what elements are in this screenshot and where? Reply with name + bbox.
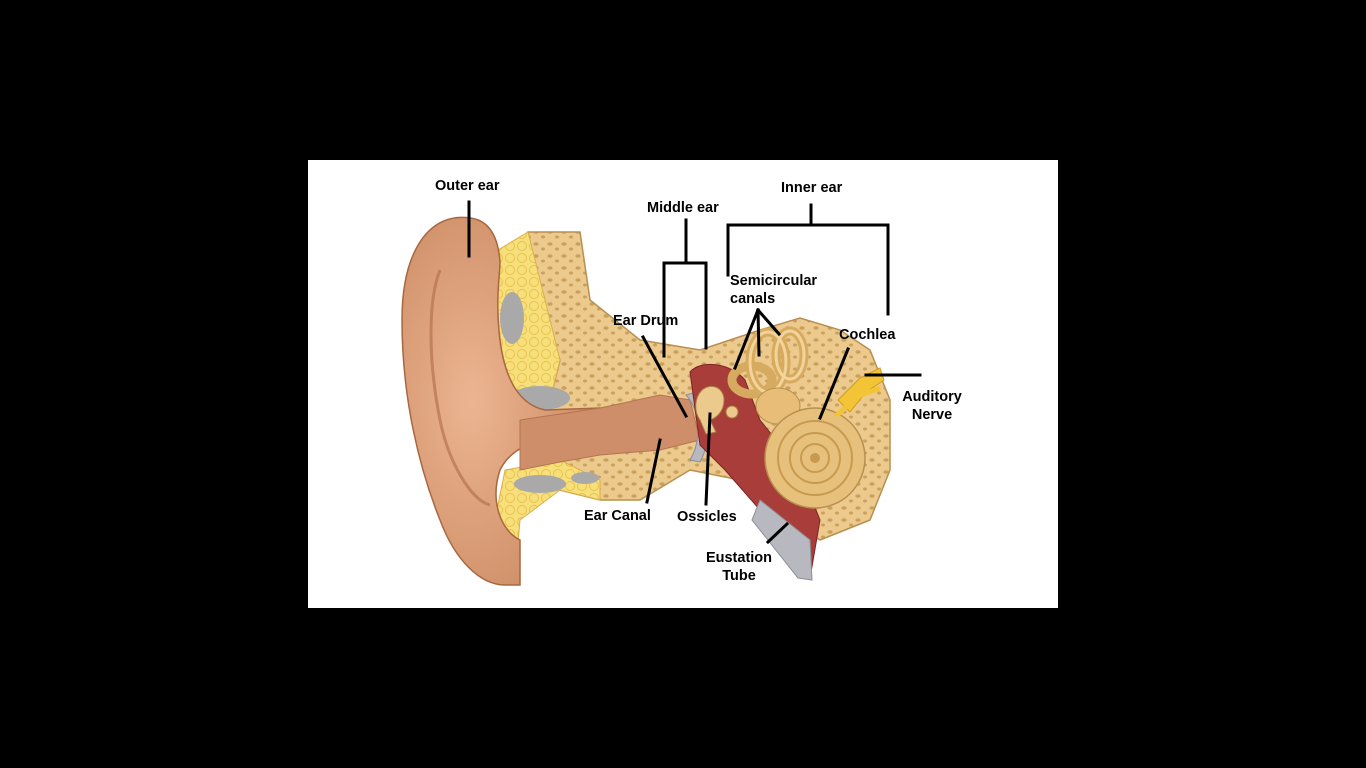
ear-drum-leader — [640, 334, 689, 419]
eustation-tube-label-line1: Eustation — [705, 550, 773, 566]
middle-ear-label: Middle ear — [647, 200, 719, 216]
inner-ear-label: Inner ear — [781, 180, 843, 196]
cartilage — [500, 292, 524, 344]
ear-canal-tube — [519, 394, 701, 471]
inner-ear-bracket — [726, 203, 890, 316]
ear-canal-leader — [645, 438, 662, 504]
cochlea-leader — [818, 347, 850, 420]
auditory-nerve-label-line2: Nerve — [911, 407, 953, 423]
middle-ear-bracket — [662, 218, 708, 358]
semicircular-leader — [733, 307, 782, 370]
ear-drum-label: Ear Drum — [613, 313, 679, 329]
eustation-tube-label-line2: Tube — [722, 568, 756, 584]
semicircular-canals-label-line1: Semicircular — [730, 273, 818, 289]
ossicles-label: Ossicles — [677, 509, 737, 525]
auditory-nerve-label-line1: Auditory — [902, 389, 962, 405]
ossicles-shape — [695, 385, 725, 435]
cochlea-shape — [764, 407, 866, 509]
ear-canal-label: Ear Canal — [584, 508, 651, 524]
eustachian-tube-shape — [751, 499, 813, 581]
pinna — [401, 216, 601, 586]
ossicles-leader — [704, 412, 712, 506]
outer-ear-label: Outer ear — [435, 178, 500, 194]
cochlea-label: Cochlea — [839, 327, 896, 343]
semicircular-canals-label-line2: canals — [730, 291, 776, 307]
eustation-tube-leader — [765, 521, 790, 545]
